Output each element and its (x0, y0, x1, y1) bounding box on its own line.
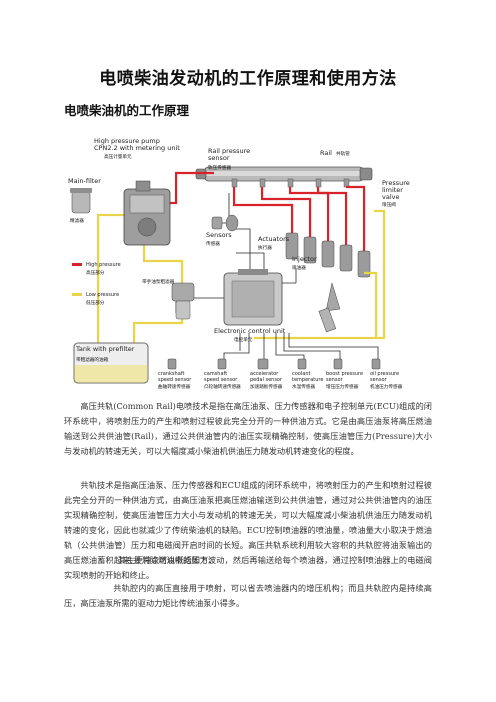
sensor-3-a: accelerator (250, 371, 279, 377)
sensor-1-cn: 曲轴转速传感器 (158, 383, 191, 390)
legend: High pressure 高压部分 Low pressure 低压部分 (72, 262, 121, 306)
paragraph-3: 其主要特点可以概括如下： (118, 555, 217, 565)
rail-sensor-label-1: Rail pressure (208, 147, 250, 155)
legend-low-swatch (72, 293, 82, 296)
main-filter-illustration (70, 188, 92, 214)
pump-model-label: CPN2.2 with metering unit (94, 144, 180, 152)
paragraph-4: 共轨腔内的高压直接用于喷射，可以省去喷油器内的增压机构；而且共轨腔内是持续高压，… (64, 583, 432, 608)
section-heading: 电喷柴油机的工作原理 (64, 103, 190, 118)
sensor-3-b: pedal sensor (250, 377, 283, 383)
injector-illustrations (285, 232, 371, 333)
limiter-label-3: valve (382, 193, 399, 201)
high-pressure-pump-illustration (123, 180, 171, 246)
paragraph-2: 共轨技术是指高压油泵、压力传感器和ECU组成的闭环系统中，将喷射压力的产生和喷射… (64, 480, 432, 580)
injector-label: Injector (292, 255, 317, 263)
tank-label: Tank with prefilter (75, 345, 135, 353)
legend-high-cn: 高压部分 (86, 269, 105, 276)
tank-cn: 带粗滤器的油箱 (76, 356, 109, 363)
legend-high-label: High pressure (86, 262, 121, 268)
legend-low-cn: 低压部分 (86, 299, 105, 306)
sensor-6-a: oil pressure (370, 371, 399, 377)
paragraph-1: 高压共轨(Common Rail)电喷技术是指在高压油泵、压力传感器和电子控制单… (64, 401, 432, 456)
sensor-4-b: temperature (292, 377, 323, 383)
sensor-3-cn: 加速踏板传感器 (250, 383, 283, 390)
common-rail-diagram: High pressure 高压部分 Low pressure 低压部分 Hig… (64, 133, 424, 393)
limiter-cn: 限压阀 (382, 201, 396, 208)
main-filter-cn: 精滤器 (70, 217, 84, 224)
actuators-label: Actuators (258, 235, 290, 243)
actuators-cn: 执行器 (258, 244, 272, 251)
sensor-4-a: coolant (292, 371, 310, 377)
sensor-5-cn: 增压压力传感器 (326, 383, 359, 390)
bottom-sensor-icons (167, 358, 381, 370)
sensor-1-b: speed sensor (158, 377, 192, 383)
sensor-2-b: speed sensor (204, 377, 238, 383)
sensors-label: Sensors (206, 231, 232, 239)
document-title: 电喷柴油发动机的工作原理和使用方法 (99, 69, 397, 89)
rail-label: Rail (320, 149, 332, 157)
sensor-6-cn: 机油压力传感器 (370, 383, 403, 390)
sensors-illustration (211, 214, 239, 232)
sensor-2-a: camshaft (204, 371, 227, 377)
sensor-4-cn: 水温传感器 (292, 383, 315, 390)
sensor-2-cn: 凸轮轴转速传感器 (204, 383, 241, 390)
sensors-cn: 传感器 (206, 240, 220, 247)
legend-low-label: Low pressure (86, 292, 119, 298)
tank-illustration (73, 342, 149, 384)
limiter-label-2: limiter (382, 186, 403, 194)
limiter-label-1: Pressure (382, 179, 410, 187)
rail-sensor-cn: 轨压传感器 (208, 164, 231, 171)
ecu-cn: 电控单元 (234, 336, 253, 343)
sensor-1-a: crankshaft (158, 371, 184, 377)
rail-sensor-label-2: sensor (208, 154, 230, 162)
injector-cn: 喷油器 (292, 264, 306, 271)
pump-cn-label: 高压计量单元 (104, 153, 132, 160)
rail-illustration (195, 166, 373, 188)
rail-cn: 共轨管 (336, 150, 350, 157)
sensor-6-b: sensor (370, 377, 388, 383)
sensor-5-b: sensor (326, 377, 344, 383)
legend-high-swatch (72, 263, 82, 266)
main-filter-label: Main-filter (68, 177, 101, 185)
prefilter-illustration (171, 282, 195, 320)
ecu-illustration (223, 269, 283, 326)
pump-label: High pressure pump (94, 137, 160, 145)
ecu-label: Electronic control unit (214, 327, 286, 335)
sensor-5-a: boost pressure (326, 371, 363, 377)
prefilter-cn: 带手油泵粗滤器 (142, 278, 175, 285)
